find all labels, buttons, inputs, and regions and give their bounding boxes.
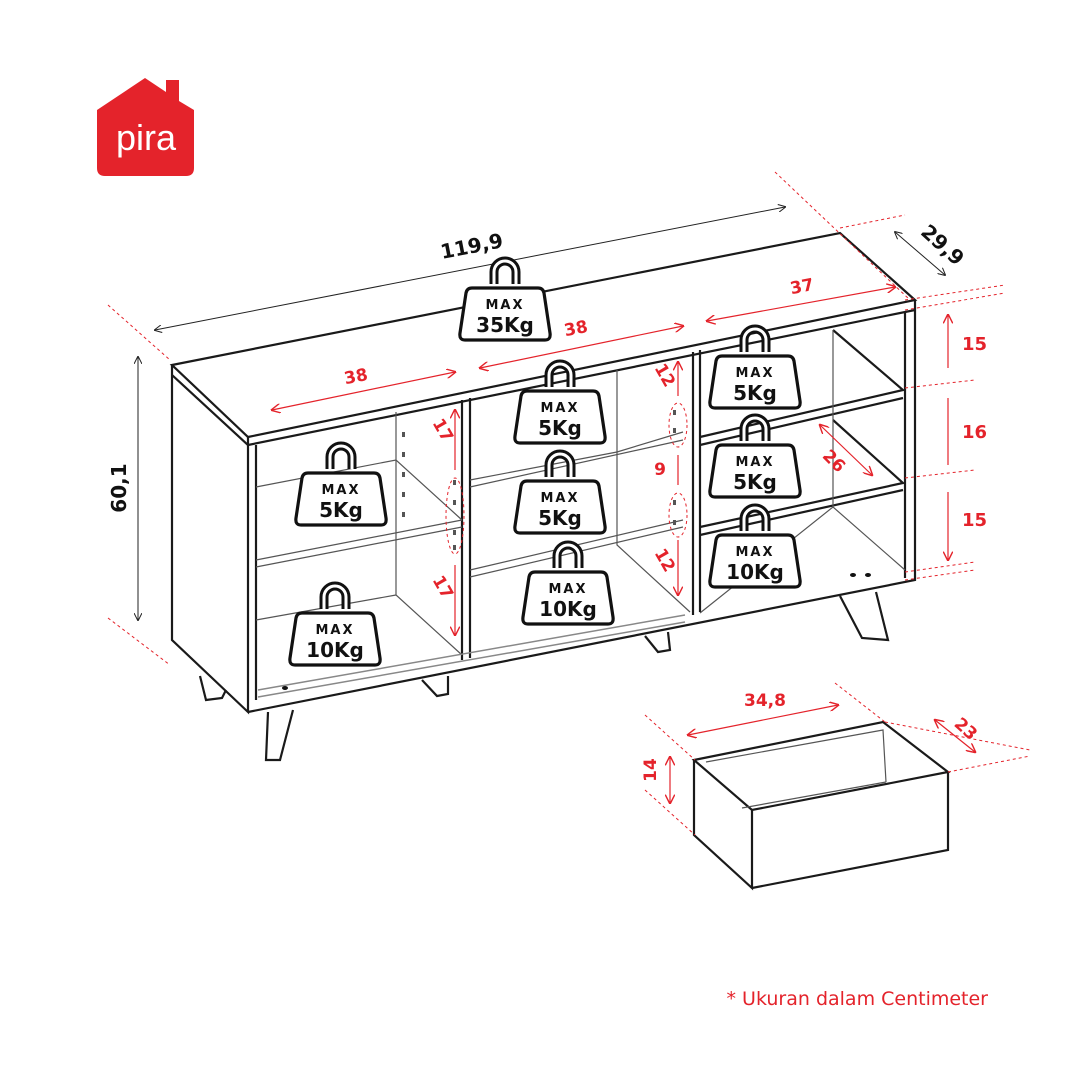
weight-value: 5Kg <box>733 470 777 494</box>
weight-value: 10Kg <box>726 560 784 584</box>
logo-text: pira <box>116 117 177 158</box>
pira-logo: pira <box>97 78 194 176</box>
interior-dimensions: 38 38 37 17 17 12 9 12 15 16 15 26 34,8 … <box>272 275 1031 836</box>
weight-value: 5Kg <box>733 381 777 405</box>
depth-label: 29,9 <box>916 219 969 270</box>
left-width-label: 38 <box>343 365 370 389</box>
weight-value: 10Kg <box>306 638 364 662</box>
weight-value: 35Kg <box>476 313 534 337</box>
max-label: MAX <box>485 298 524 313</box>
middle-bottom-height-label: 12 <box>650 545 679 576</box>
weight-value: 5Kg <box>538 416 582 440</box>
middle-mid-height-label: 9 <box>654 460 666 480</box>
max-label: MAX <box>321 483 360 498</box>
right-mid-height-label: 16 <box>962 422 987 443</box>
weight-value: 10Kg <box>539 597 597 621</box>
drawer <box>691 720 951 891</box>
height-label: 60,1 <box>107 463 131 512</box>
weight-value: 5Kg <box>538 506 582 530</box>
left-upper-height-label: 17 <box>428 415 457 446</box>
units-footnote: * Ukuran dalam Centimeter <box>727 988 989 1010</box>
right-bottom-height-label: 15 <box>962 510 987 531</box>
max-label: MAX <box>735 455 774 470</box>
max-label: MAX <box>735 366 774 381</box>
max-label: MAX <box>540 401 579 416</box>
right-width-label: 37 <box>789 275 816 299</box>
max-label: MAX <box>548 582 587 597</box>
drawer-width-label: 34,8 <box>744 691 786 711</box>
drawer-height-label: 14 <box>641 758 661 782</box>
max-label: MAX <box>540 491 579 506</box>
shelf-depth-label: 26 <box>818 446 849 477</box>
middle-width-label: 38 <box>563 317 590 341</box>
right-top-height-label: 15 <box>962 334 987 355</box>
max-label: MAX <box>735 545 774 560</box>
weight-value: 5Kg <box>319 498 363 522</box>
left-lower-height-label: 17 <box>428 572 457 603</box>
max-label: MAX <box>315 623 354 638</box>
width-label: 119,9 <box>438 228 505 264</box>
middle-top-height-label: 12 <box>650 360 679 391</box>
